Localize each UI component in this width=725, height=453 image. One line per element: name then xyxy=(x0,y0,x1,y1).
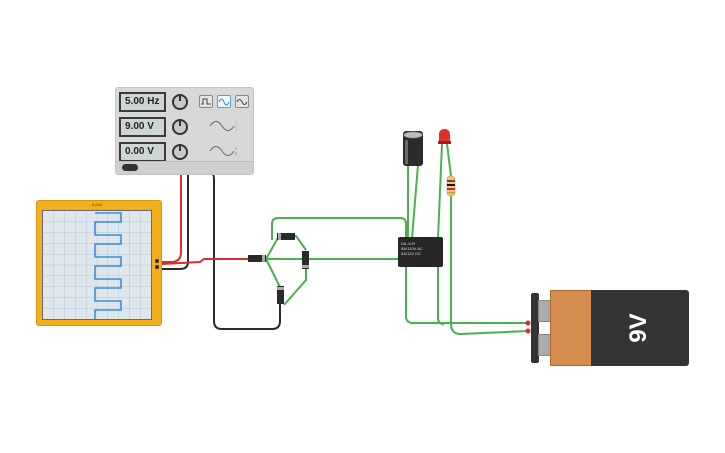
osc-terminal-1[interactable] xyxy=(155,259,159,263)
battery-cap xyxy=(550,290,592,366)
capacitor[interactable] xyxy=(403,131,423,166)
wire-green-relay-bottom[interactable] xyxy=(405,266,528,324)
amplitude-display: 9.00 V xyxy=(119,117,166,137)
square-wave-button[interactable] xyxy=(199,95,213,108)
relay[interactable]: DIL-5-R 5A/120V AC 5A/12V DC xyxy=(398,237,443,267)
dc-offset-display: 0.00 V xyxy=(119,142,166,162)
diode[interactable] xyxy=(277,233,295,240)
frequency-knob[interactable] xyxy=(172,94,188,110)
wire-black-loop[interactable] xyxy=(188,170,281,330)
battery-terminal-dot-negative[interactable] xyxy=(525,328,531,334)
wire-red[interactable] xyxy=(160,170,182,263)
sine-wave-icon xyxy=(218,98,230,106)
wire-green-top[interactable] xyxy=(271,217,407,240)
wire-green-bridge-4[interactable] xyxy=(265,258,281,288)
function-generator[interactable]: 5.00 Hz 9.00 V 0.00 V xyxy=(115,87,254,175)
wire-red-to-diode[interactable] xyxy=(161,258,248,265)
oscilloscope[interactable]: 5.000 xyxy=(36,200,162,326)
resistor[interactable] xyxy=(446,175,456,197)
square-wave-icon xyxy=(201,98,211,105)
wire-green-cap[interactable] xyxy=(407,164,419,239)
diode[interactable] xyxy=(277,286,284,304)
wire-green-led[interactable] xyxy=(437,143,452,239)
triangle-wave-icon xyxy=(236,99,248,105)
led[interactable] xyxy=(438,129,451,144)
wire-green-relay-bottom-2[interactable] xyxy=(437,266,445,325)
diode[interactable] xyxy=(248,255,266,262)
fg-bottom-bar xyxy=(116,161,253,174)
battery-terminal-dot-positive[interactable] xyxy=(525,320,531,326)
battery-clip xyxy=(531,293,539,363)
capacitor-stripe xyxy=(405,140,408,164)
dc-offset-knob[interactable] xyxy=(172,144,188,160)
capacitor-top xyxy=(403,131,423,139)
frequency-display: 5.00 Hz xyxy=(119,92,166,112)
oscilloscope-screen xyxy=(42,210,152,320)
oscilloscope-grid xyxy=(43,211,151,319)
battery-9v[interactable]: 9V xyxy=(531,290,689,366)
wire-green-bridge-3[interactable] xyxy=(283,268,307,306)
amplitude-knob[interactable] xyxy=(172,119,188,135)
oscilloscope-trace xyxy=(94,212,122,319)
battery-label: 9V xyxy=(625,313,652,343)
sine-wave-button[interactable] xyxy=(217,95,231,108)
osc-terminal-2[interactable] xyxy=(155,265,159,269)
amplitude-wave-icon xyxy=(209,121,237,131)
triangle-wave-button[interactable] xyxy=(235,95,249,108)
oscilloscope-label: 5.000 xyxy=(91,202,102,207)
relay-label: DIL-5-R 5A/120V AC 5A/12V DC xyxy=(401,241,423,256)
offset-wave-icon xyxy=(209,146,237,156)
battery-body xyxy=(591,290,689,366)
wire-green-resistor[interactable] xyxy=(450,196,529,336)
led-rim xyxy=(438,141,451,144)
power-toggle[interactable] xyxy=(122,164,138,171)
wire-black[interactable] xyxy=(160,170,189,270)
diode[interactable] xyxy=(302,251,309,269)
